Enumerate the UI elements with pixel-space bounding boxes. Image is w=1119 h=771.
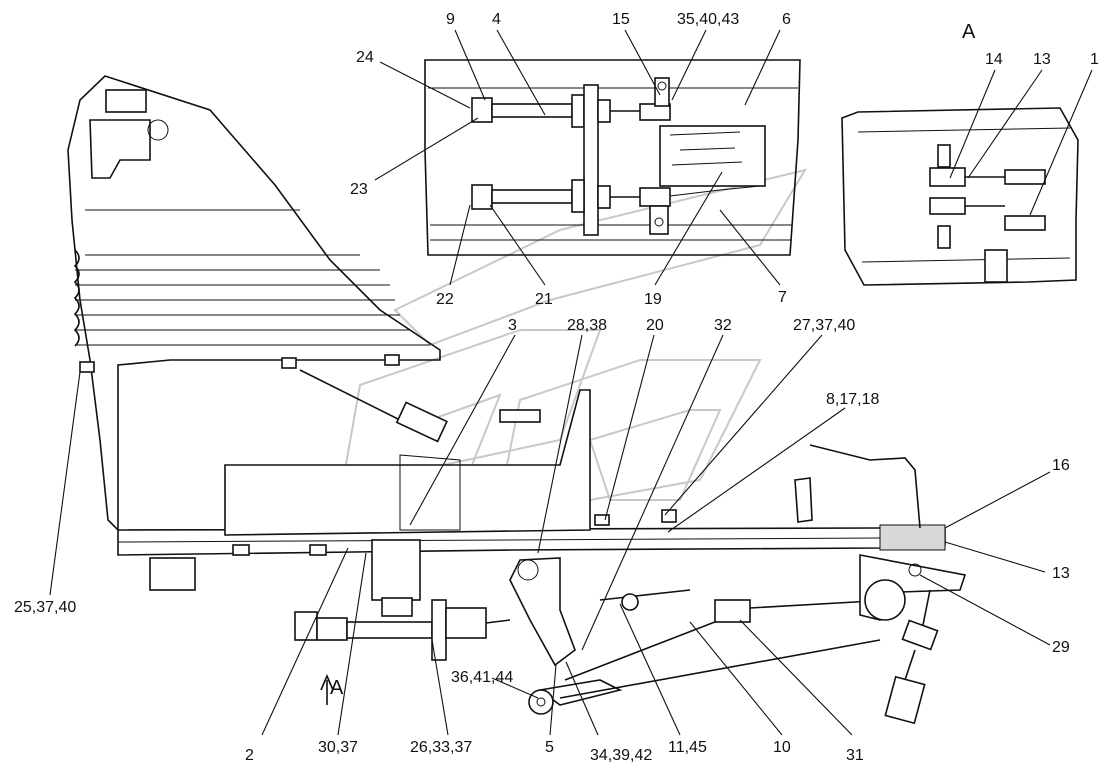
callout-30-37: 30,37 [318,739,358,756]
arrow-a-label: A [330,677,344,699]
callout-3: 3 [508,317,517,334]
callout-22: 22 [436,291,454,308]
callout-32: 32 [714,317,732,334]
callout-19: 19 [644,291,662,308]
callout-8-17-18: 8,17,18 [826,391,879,408]
view-a-title: A [962,21,976,43]
callout-7: 7 [778,289,787,306]
callout-29: 29 [1052,639,1070,656]
callout-labels: A A 9 4 15 35,40,43 6 24 23 22 21 19 7 1… [14,11,1099,764]
callout-10: 10 [773,739,791,756]
callout-24: 24 [356,49,374,66]
top-detail-view [424,59,801,256]
callout-23: 23 [350,181,368,198]
callout-31: 31 [846,747,864,764]
view-a-detail [841,107,1079,286]
callout-16: 16 [1052,457,1070,474]
callout-5: 5 [545,739,554,756]
callout-27-37-40: 27,37,40 [793,317,855,334]
callout-4: 4 [492,11,501,28]
callout-15: 15 [612,11,630,28]
callout-2: 2 [245,747,254,764]
callout-13-main: 13 [1052,565,1070,582]
callout-14: 14 [985,51,1003,68]
callout-35-40-43: 35,40,43 [677,11,739,28]
main-assembly [67,75,967,725]
callout-13-view-a: 13 [1033,51,1051,68]
callout-20: 20 [646,317,664,334]
callout-25-37-40: 25,37,40 [14,599,76,616]
callout-28-38: 28,38 [567,317,607,334]
callout-26-33-37: 26,33,37 [410,739,472,756]
callout-9: 9 [446,11,455,28]
leader-lines [49,29,1093,736]
callout-11-45: 11,45 [668,739,707,756]
callout-6: 6 [782,11,791,28]
callout-34-39-42: 34,39,42 [590,747,652,764]
callout-21: 21 [535,291,553,308]
callout-36-41-44: 36,41,44 [451,669,513,686]
callout-1: 1 [1090,51,1099,68]
